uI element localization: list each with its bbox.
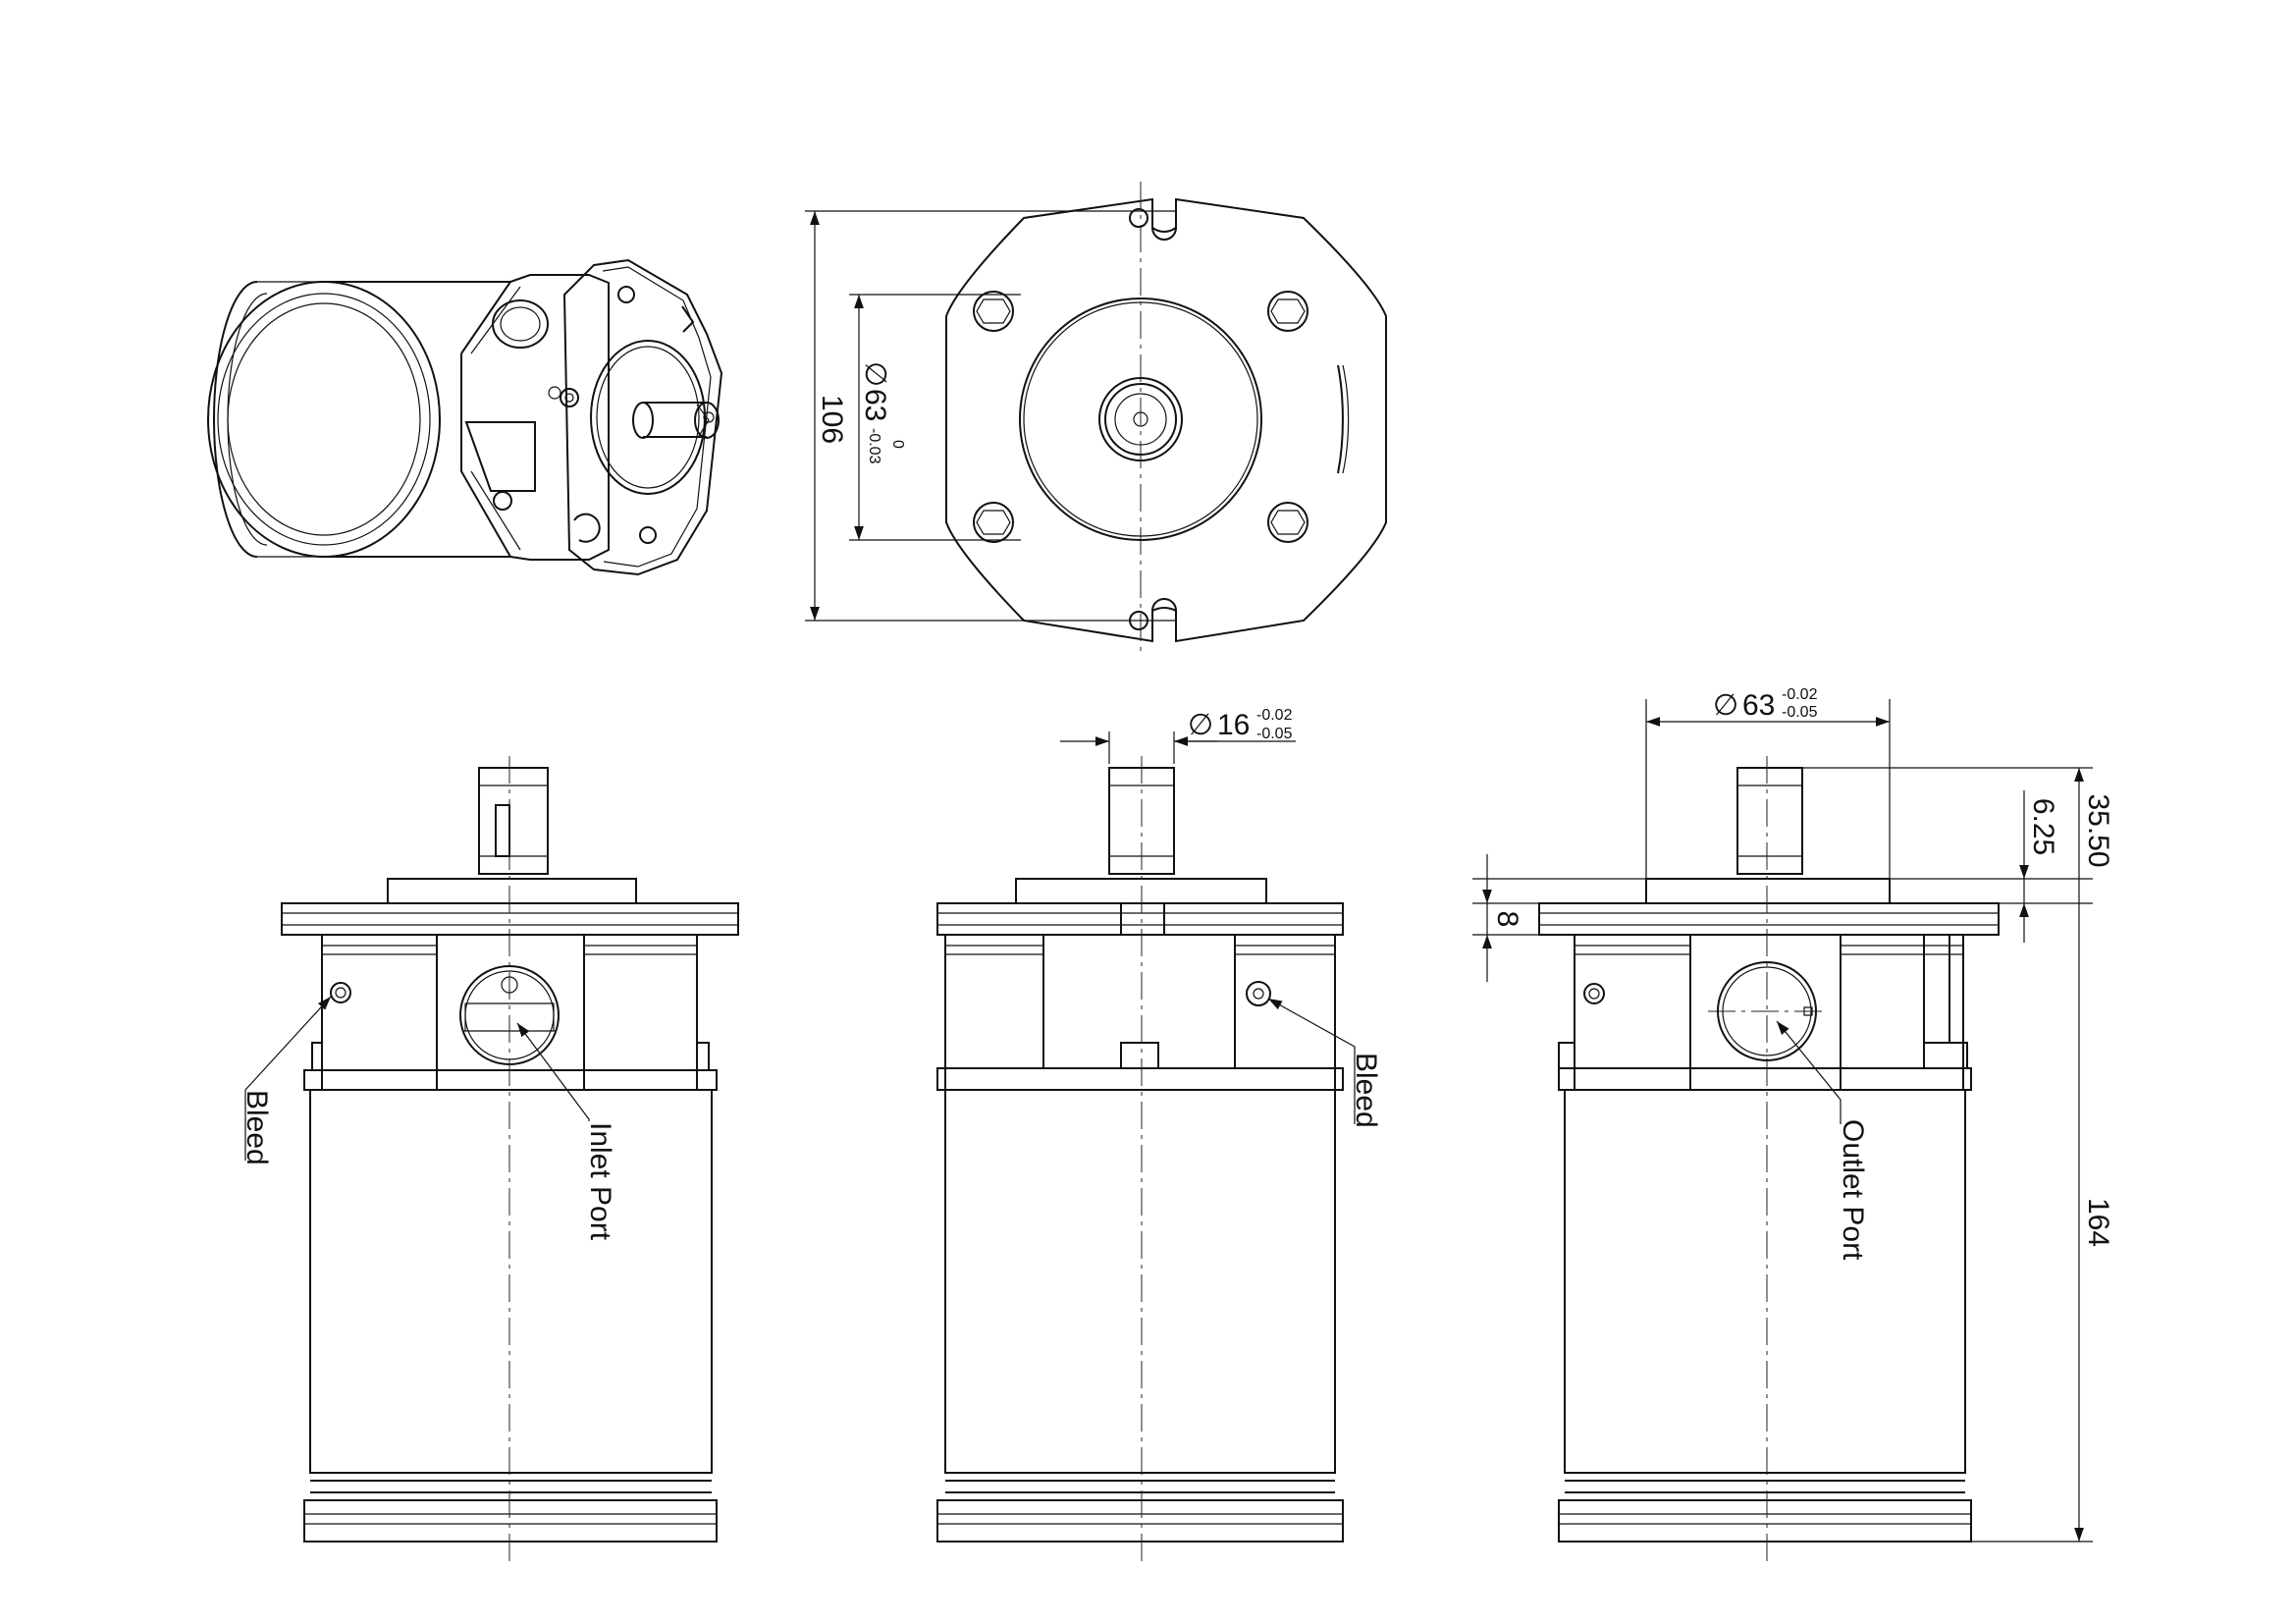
front-view [805,182,1387,653]
label-bleed-center-text: Bleed [1350,1053,1382,1128]
dim-shaft-dia-symbol: ∅ [1188,709,1213,741]
dim-body-length: 164 [2082,1198,2114,1247]
dim-pilot-dia-side-tol-upper: -0.02 [1782,686,1818,703]
dim-flange-height-text: 106 [816,395,848,444]
dim-pilot-dia-text: 63 [859,389,891,421]
dim-shaft-dia-tol-lower: -0.05 [1256,726,1293,742]
dim-shaft-dia-tol-upper: -0.02 [1256,707,1293,724]
dim-body-length-text: 164 [2082,1198,2114,1247]
dim-flange-thickness: 8 [1491,911,1523,928]
dim-pilot-dia-side-symbol: ∅ [1713,689,1738,722]
dim-pilot-dia-tol-lower: -0.03 [866,428,882,464]
left-side-view [244,756,739,1561]
right-side-view [1472,699,2093,1561]
dim-pilot-depth: 6.25 [2027,798,2059,855]
dim-pilot-dia: ∅ 63 0 -0.03 [859,361,906,464]
label-inlet-port-text: Inlet Port [584,1122,616,1241]
flange-bolt-heads [973,291,1308,543]
label-bleed-left: Bleed [240,1090,273,1165]
dim-flange-thickness-text: 8 [1491,911,1523,928]
dim-pilot-dia-side-text: 63 [1742,689,1775,722]
dim-pilot-dia-symbol: ∅ [859,361,891,387]
isometric-view [207,258,723,576]
label-bleed-center: Bleed [1350,1053,1382,1128]
dim-pilot-depth-text: 6.25 [2027,798,2059,855]
dim-pilot-dia-tol-upper: 0 [889,440,906,449]
dim-flange-height: 106 [816,395,848,444]
dim-shaft-length-text: 35.50 [2082,793,2114,867]
label-outlet-port-text: Outlet Port [1837,1119,1869,1261]
dim-shaft-length: 35.50 [2082,793,2114,867]
center-side-view [936,731,1356,1561]
label-outlet-port: Outlet Port [1837,1119,1869,1261]
dim-shaft-dia-text: 16 [1217,709,1250,741]
dim-shaft-dia: ∅ 16 -0.02 -0.05 [1188,707,1293,742]
label-inlet-port: Inlet Port [584,1122,616,1241]
dim-pilot-dia-side-tol-lower: -0.05 [1782,704,1818,721]
label-bleed-left-text: Bleed [240,1090,273,1165]
dim-pilot-dia-side: ∅ 63 -0.02 -0.05 [1713,686,1818,722]
